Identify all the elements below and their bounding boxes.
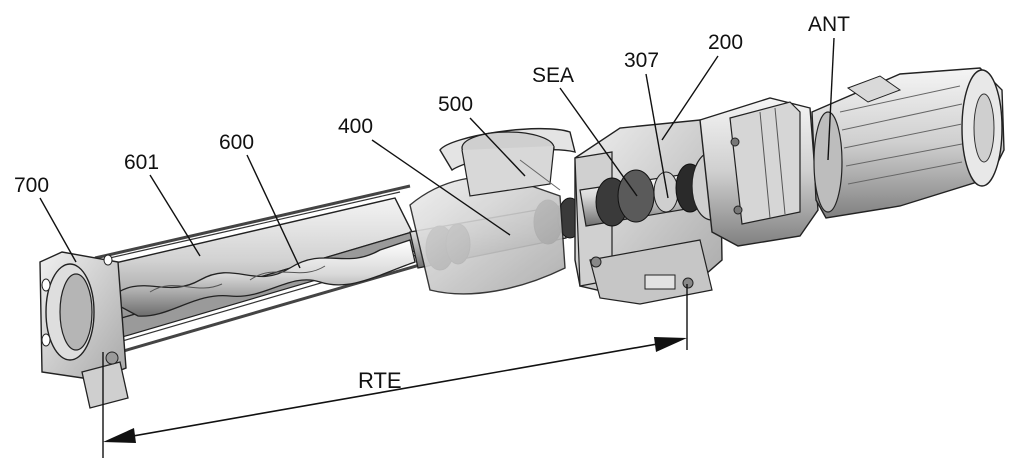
leader-601	[149, 174, 201, 257]
leader-200	[661, 55, 719, 141]
leader-ant	[827, 37, 835, 161]
rte-arrow-left	[103, 428, 136, 443]
label-600: 600	[219, 131, 255, 154]
label-sea: SEA	[532, 64, 575, 87]
rte-arrow-right	[654, 337, 687, 352]
label-rte: RTE	[358, 368, 402, 393]
label-200: 200	[708, 31, 744, 54]
label-400: 400	[338, 115, 374, 138]
rte-dimension	[102, 284, 688, 458]
rotor	[106, 239, 416, 317]
leader-lines	[39, 37, 835, 269]
suction-flange	[39, 251, 129, 409]
label-307: 307	[624, 49, 660, 72]
leader-600	[246, 154, 301, 269]
leader-700	[39, 197, 77, 263]
label-601: 601	[124, 151, 160, 174]
label-700: 700	[14, 174, 50, 197]
motor	[811, 67, 1005, 219]
leader-500	[469, 117, 526, 177]
leader-sea	[559, 87, 638, 197]
leader-307	[645, 73, 669, 199]
leader-400	[371, 139, 511, 236]
label-ant: ANT	[808, 13, 850, 36]
label-500: 500	[438, 93, 474, 116]
pump-housing	[409, 127, 576, 295]
gearbox	[699, 97, 819, 247]
rte-dimension-line	[109, 339, 681, 441]
